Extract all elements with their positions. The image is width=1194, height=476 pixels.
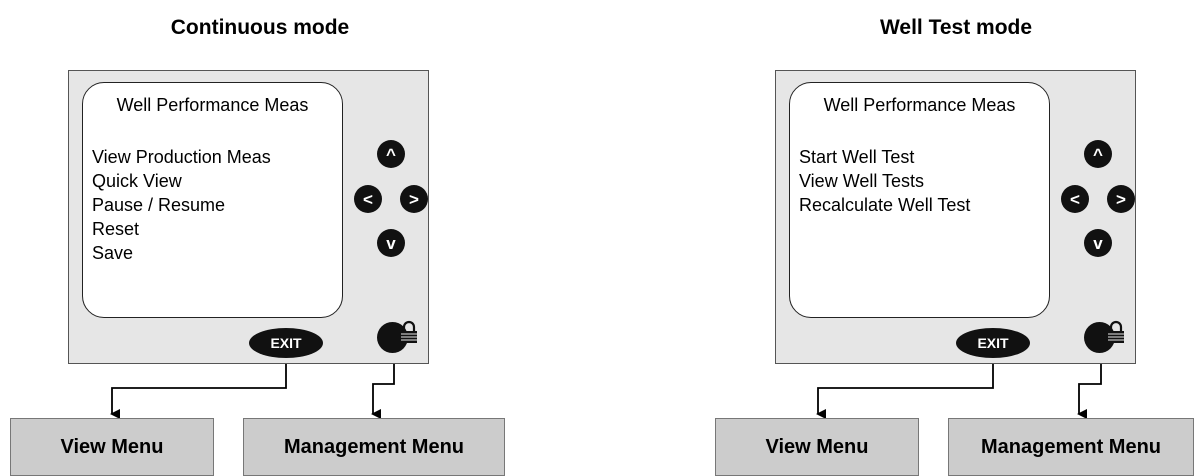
device-screen: Well Performance Meas View Production Me…: [82, 82, 343, 318]
menu-item-view-production-meas[interactable]: View Production Meas: [92, 147, 271, 167]
panel-title: Well Test mode: [879, 16, 1033, 39]
menu-item-quick-view[interactable]: Quick View: [92, 171, 182, 191]
exit-to-view-menu-connector: [816, 360, 994, 419]
arrow-right-button[interactable]: >: [1107, 185, 1135, 213]
exit-button[interactable]: EXIT: [249, 328, 323, 358]
menu-item-reset[interactable]: Reset: [92, 219, 140, 239]
view-menu-box: View Menu: [715, 418, 919, 476]
management-menu-box: Management Menu: [243, 418, 505, 476]
exit-button[interactable]: EXIT: [956, 328, 1030, 358]
padlock-icon: [401, 320, 417, 343]
menu-item-start-well-test[interactable]: Start Well Test: [799, 147, 915, 167]
panel-title: Continuous mode: [170, 16, 350, 39]
screen-title: Well Performance Meas: [823, 95, 1016, 115]
round-to-management-menu-connector: [1077, 355, 1102, 419]
screen-title: Well Performance Meas: [116, 95, 309, 115]
padlock-icon: [1108, 320, 1124, 343]
screen-menu: View Production Meas Quick View Pause / …: [92, 145, 271, 265]
menu-item-pause-resume[interactable]: Pause / Resume: [92, 195, 226, 215]
menu-item-recalculate-well-test[interactable]: Recalculate Well Test: [799, 195, 971, 215]
screen-menu: Start Well Test View Well Tests Recalcul…: [799, 145, 970, 217]
arrow-left-button[interactable]: <: [354, 185, 382, 213]
menu-item-save[interactable]: Save: [92, 243, 134, 263]
view-menu-box: View Menu: [10, 418, 214, 476]
arrow-left-button[interactable]: <: [1061, 185, 1089, 213]
arrow-right-button[interactable]: >: [400, 185, 428, 213]
exit-to-view-menu-connector: [110, 355, 287, 419]
device-screen: Well Performance Meas Start Well Test Vi…: [789, 82, 1050, 318]
management-menu-box: Management Menu: [948, 418, 1194, 476]
round-to-management-menu-connector: [371, 355, 395, 419]
arrow-up-button[interactable]: ^: [1084, 140, 1112, 168]
arrow-down-button[interactable]: v: [1084, 229, 1112, 257]
arrow-up-button[interactable]: ^: [377, 140, 405, 168]
menu-item-view-well-tests[interactable]: View Well Tests: [799, 171, 925, 191]
arrow-down-button[interactable]: v: [377, 229, 405, 257]
